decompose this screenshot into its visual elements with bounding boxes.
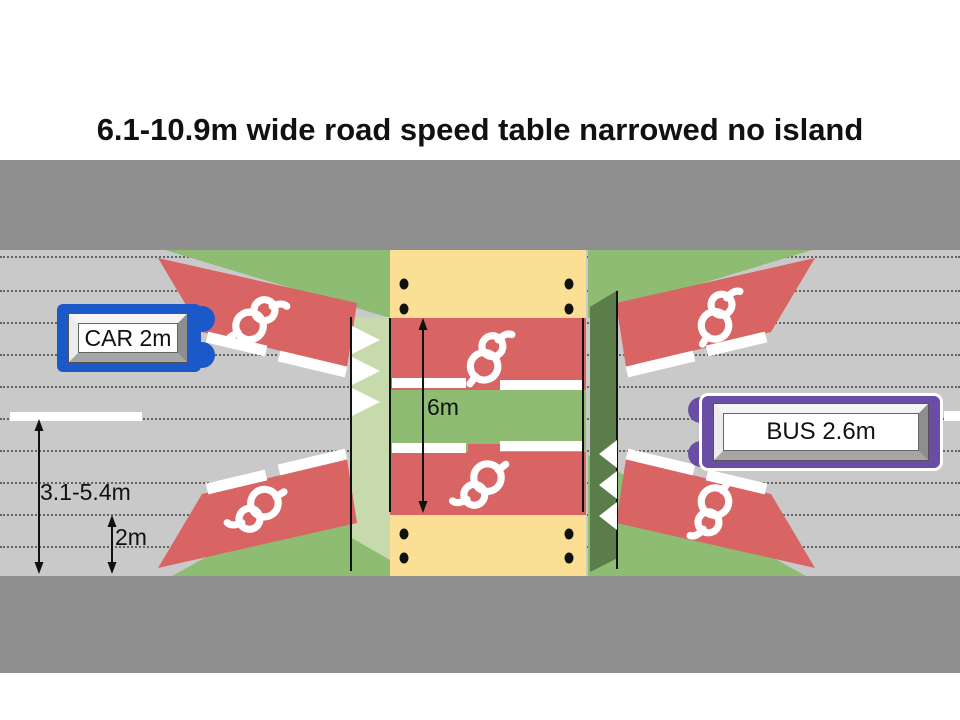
narrowing-strip-left xyxy=(352,317,390,560)
table-ramp-lower xyxy=(390,452,586,515)
car-label: CAR 2m xyxy=(84,324,172,351)
giveway-dash xyxy=(500,380,582,390)
bus-label-plate: BUS 2.6m xyxy=(714,404,928,460)
bus-label: BUS 2.6m xyxy=(766,418,876,445)
diagram-title: 6.1-10.9m wide road speed table narrowed… xyxy=(96,112,864,147)
giveway-dash xyxy=(500,441,582,451)
table-approach-bottom xyxy=(390,515,586,576)
giveway-dash xyxy=(392,378,466,388)
car-label-plate: CAR 2m xyxy=(69,314,187,362)
ramp-notch xyxy=(468,444,500,453)
centre-line-left xyxy=(10,412,142,421)
car-body: CAR 2m xyxy=(57,304,201,372)
table-length-label: 6m xyxy=(427,394,459,420)
lane-width-label: 2m xyxy=(115,524,147,550)
narrowing-strip-right xyxy=(590,290,618,572)
table-approach-top xyxy=(390,250,586,318)
top-verge xyxy=(0,160,960,250)
half-road-width-label: 3.1-5.4m xyxy=(40,479,131,505)
bus-body: BUS 2.6m xyxy=(702,396,940,468)
centre-line-right xyxy=(944,411,960,421)
giveway-dash xyxy=(392,443,466,453)
bottom-verge xyxy=(0,576,960,673)
